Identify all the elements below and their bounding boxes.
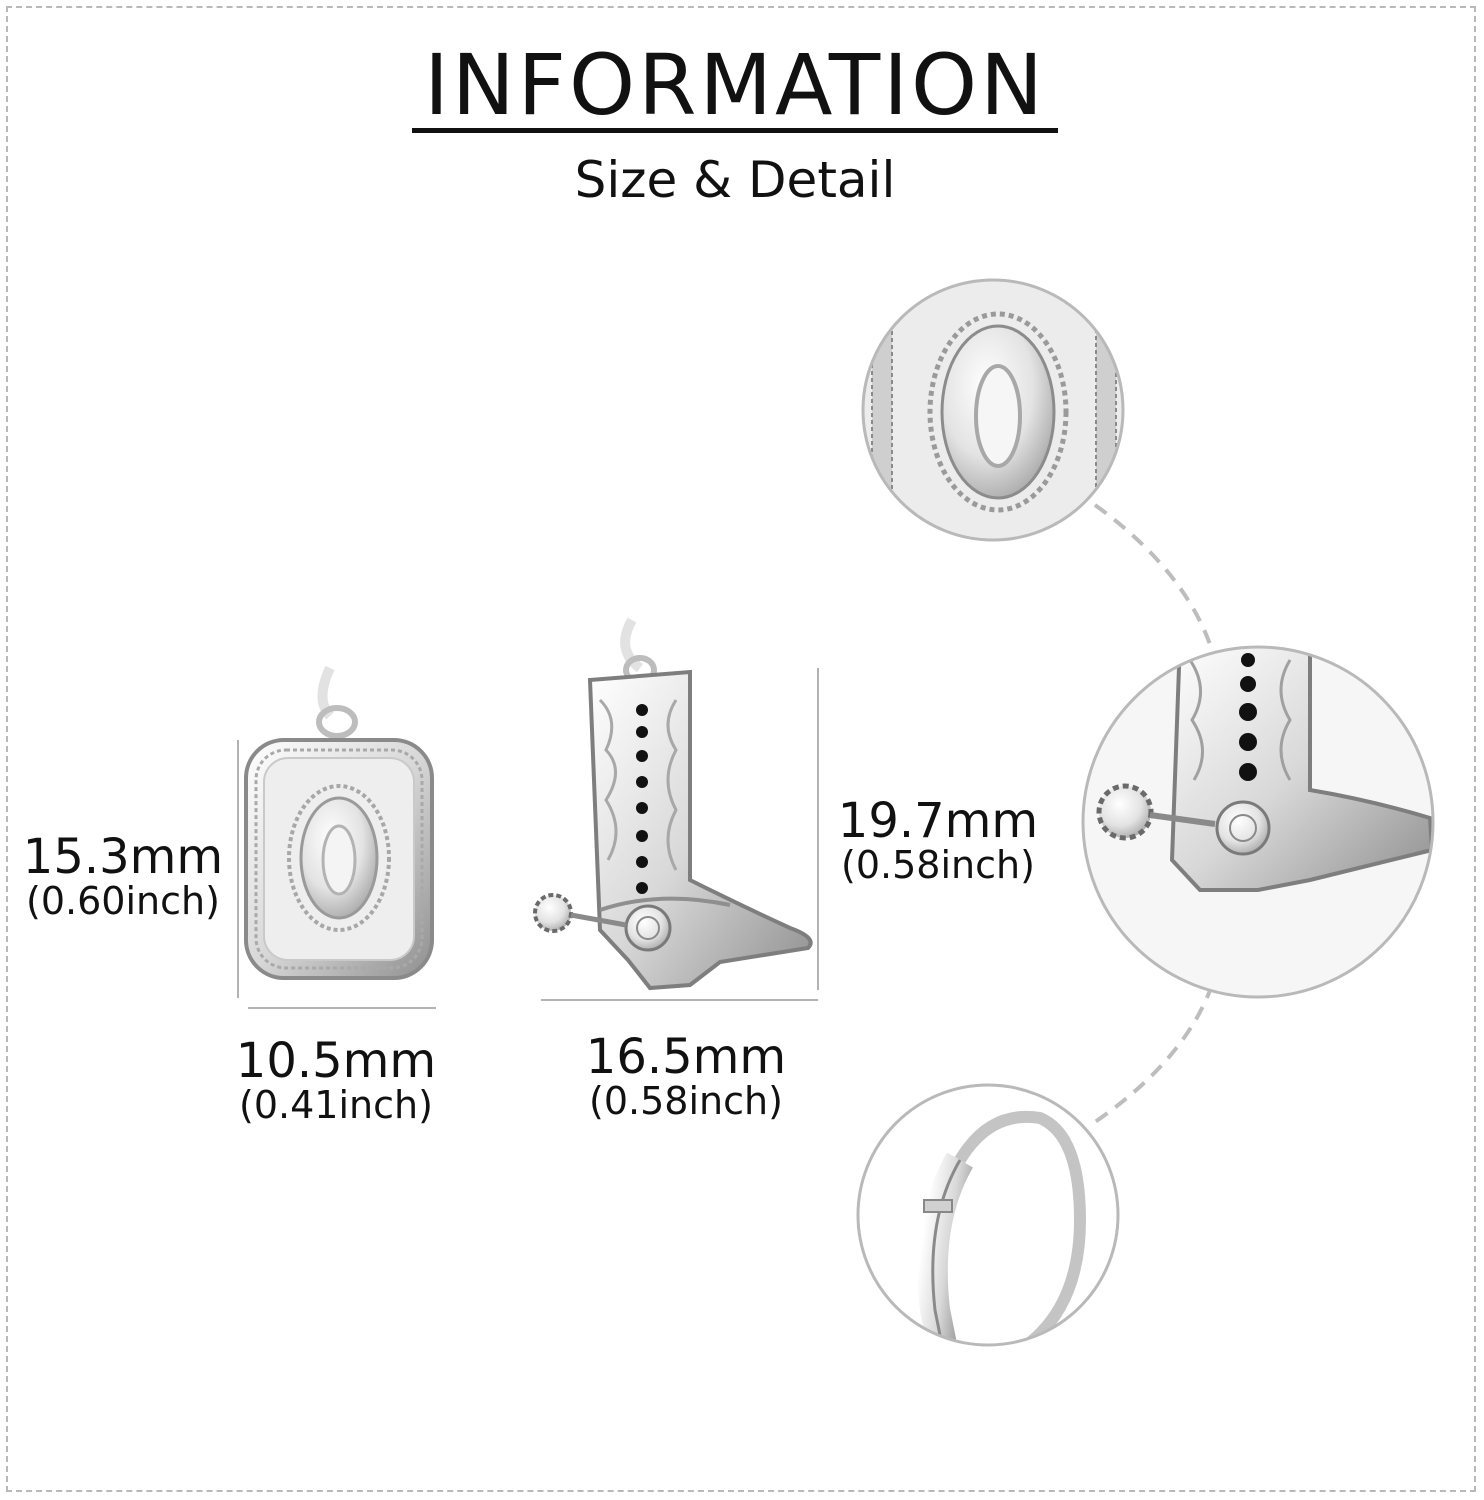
boot-height-label: 19.7mm (0.58inch)	[828, 796, 1048, 886]
hat-width-inch: (0.41inch)	[239, 1083, 433, 1128]
connector-arc	[1093, 503, 1214, 1124]
detail-circle-hat	[861, 278, 1125, 542]
hat-width-label: 10.5mm (0.41inch)	[226, 1036, 446, 1126]
detail-circle-boot	[1081, 645, 1435, 999]
boot-height-mm: 19.7mm	[837, 793, 1039, 849]
hat-earring	[244, 665, 434, 980]
hat-height-inch: (0.60inch)	[26, 879, 220, 924]
boot-width-label: 16.5mm (0.58inch)	[576, 1032, 796, 1122]
detail-circle-clasp	[856, 1083, 1120, 1347]
title-underline	[412, 128, 1058, 133]
hat-width-mm: 10.5mm	[235, 1033, 437, 1089]
hat-height-label: 15.3mm (0.60inch)	[20, 832, 226, 922]
page-subtitle: Size & Detail	[574, 151, 896, 209]
boot-height-inch: (0.58inch)	[841, 843, 1035, 888]
boot-earring	[533, 617, 813, 991]
boot-dimension-lines	[541, 668, 819, 1001]
page-title: INFORMATION	[424, 36, 1046, 134]
boot-width-mm: 16.5mm	[585, 1029, 787, 1085]
dashed-frame	[6, 6, 1476, 1492]
boot-stone-column	[636, 704, 648, 894]
hat-dimension-lines	[237, 740, 436, 1009]
hat-height-mm: 15.3mm	[22, 829, 224, 885]
boot-width-inch: (0.58inch)	[589, 1079, 783, 1124]
